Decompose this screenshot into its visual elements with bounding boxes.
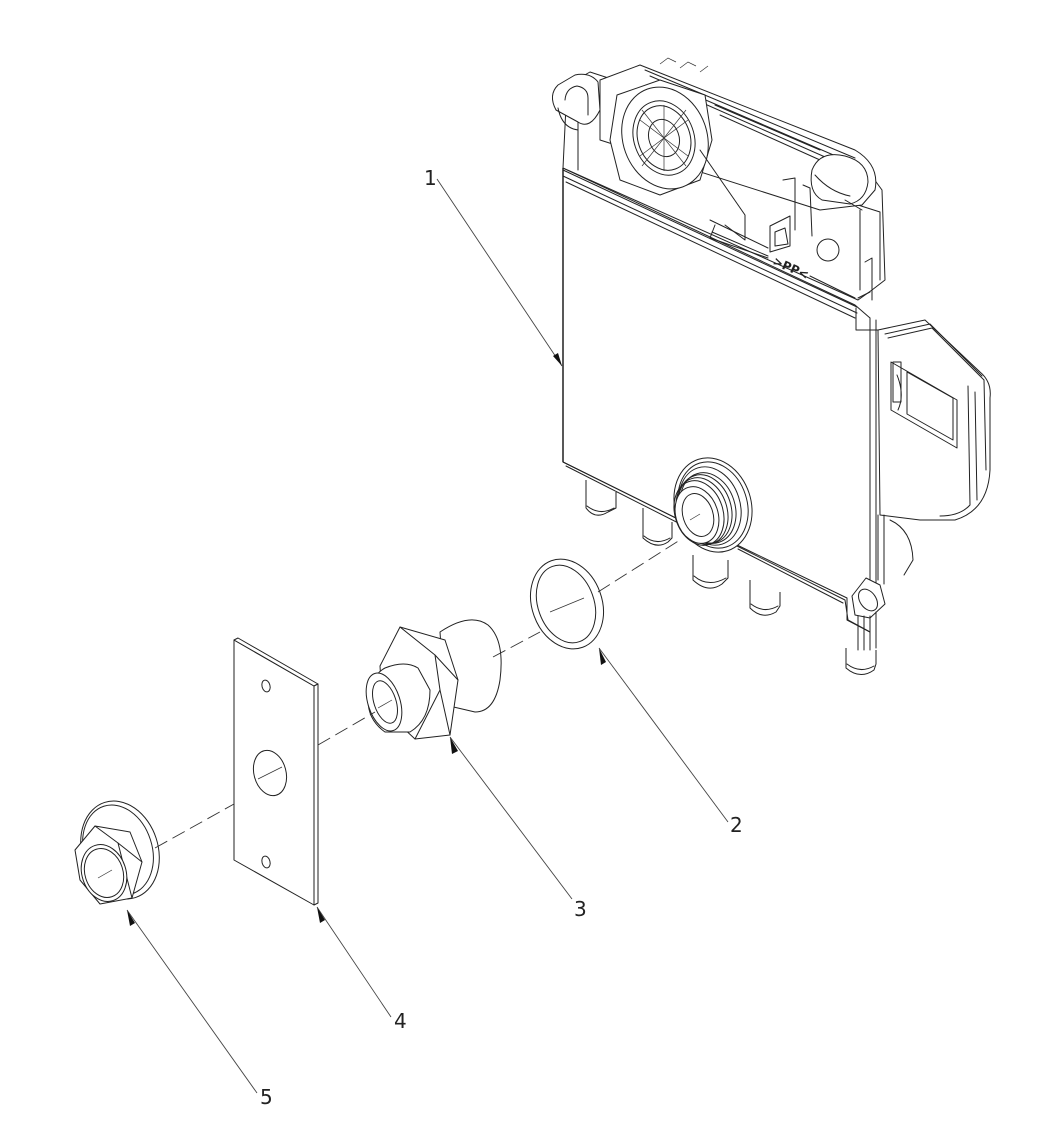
leader-lines: [126, 178, 729, 1094]
arrow-2: [599, 648, 606, 665]
arrow-1: [553, 353, 562, 366]
assembly-axis: [154, 539, 681, 849]
leader-1: [436, 178, 563, 367]
callout-4: 4: [394, 1009, 407, 1033]
callout-5: 5: [260, 1085, 273, 1109]
callout-1: 1: [424, 166, 437, 190]
nozzles: [585, 480, 877, 675]
leader-4: [316, 906, 392, 1018]
arrow-5: [127, 910, 135, 926]
bottom-clip: [851, 514, 914, 651]
part-3-hex-adapter: [365, 619, 502, 740]
part-5-flange-nut: [74, 800, 160, 905]
threaded-outlet-port: [673, 457, 753, 553]
callout-3: 3: [574, 897, 587, 921]
arrow-4: [317, 907, 325, 923]
part-2-sealing-ring: [530, 558, 604, 650]
part-1-pump-housing: >PP<: [552, 57, 991, 675]
leader-5: [126, 909, 258, 1094]
leader-2: [598, 647, 729, 823]
callout-2: 2: [730, 813, 743, 837]
leader-3: [449, 736, 573, 900]
arrow-3: [450, 737, 458, 754]
part-4-mounting-plate: [233, 637, 319, 906]
